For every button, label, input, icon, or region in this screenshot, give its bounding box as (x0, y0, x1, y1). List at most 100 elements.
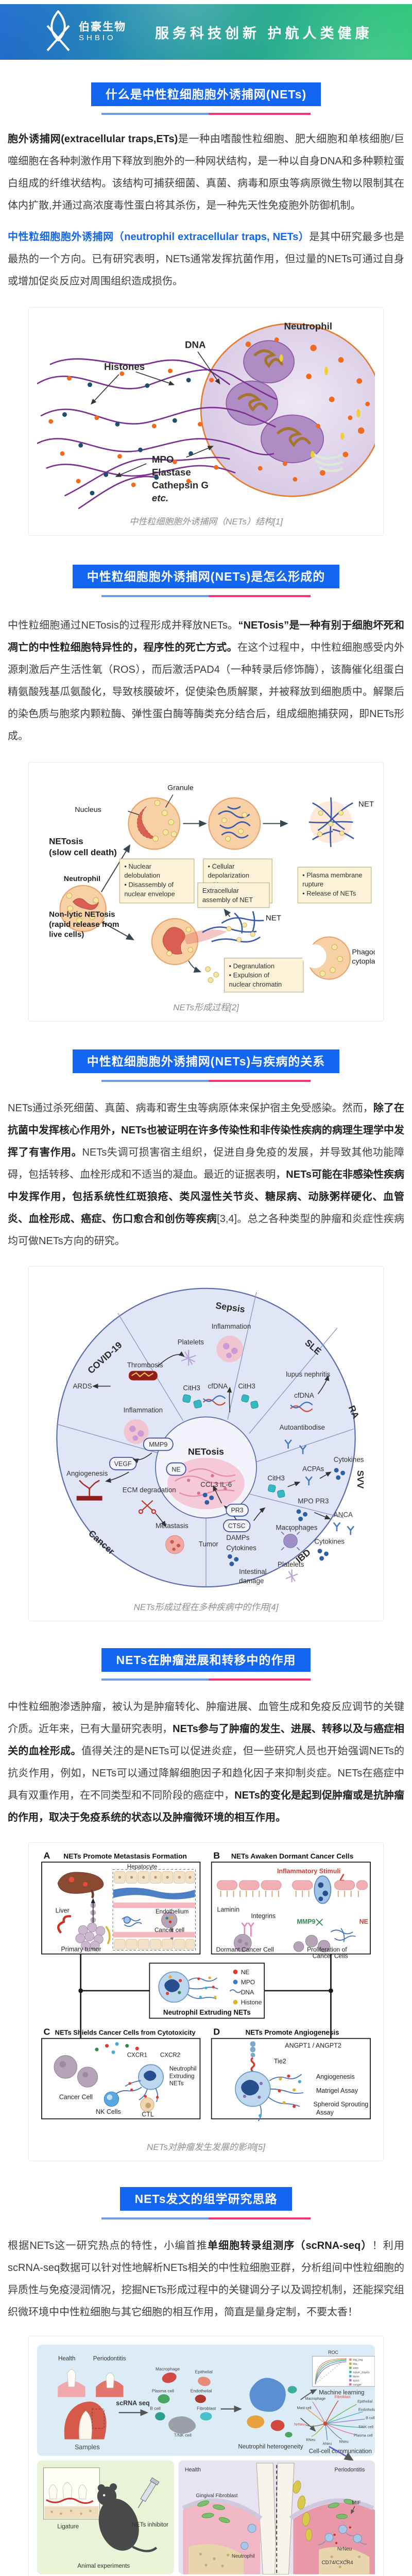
panel-d-letter: D (213, 2027, 220, 2037)
label-lupus: lupus nephritis (286, 1370, 330, 1378)
label-liver: Liver (56, 1907, 70, 1914)
liver-inset-illustration: Hepatocyte Endothelium Cancer cell (112, 1864, 196, 1951)
section3-text-pre: NETs通过杀死细菌、真菌、病毒和寄生虫等病原体来保护宿主免受感染。然而， (8, 1103, 373, 1114)
figure-nets-tumor: A NETs Promote Metastasis Formation Live… (28, 1842, 384, 2161)
cancer-cells-illustration (54, 2055, 98, 2088)
label-health-right: Health (185, 2467, 201, 2473)
box3-line3: • Release of NETs (302, 889, 356, 897)
panel-c-letter: C (43, 2027, 50, 2037)
section5-bold: 单细胞转录组测序（scRNA-seq） (207, 2240, 372, 2251)
panel-b-title: NETs Awaken Dormant Cancer Cells (231, 1852, 354, 1860)
label-ccc: Cell-cell communication (309, 2448, 372, 2454)
label-gingival-fibroblast: Gingival Fibroblast (196, 2493, 237, 2499)
ne-pill: NE (166, 1462, 186, 1476)
section5-title: NETs发文的组学研究思路 (120, 2187, 292, 2211)
cfdna-icon (290, 1402, 313, 1413)
label-ne-b: NE (359, 1918, 368, 1925)
label-tumor: Tumor (199, 1540, 219, 1548)
label-tie2: Tie2 (274, 2058, 286, 2065)
antibody-icon (284, 1439, 307, 1454)
label-periodontitis-right: Periodontitis (335, 2467, 365, 2473)
celltype-clusters-illustration: Macrophage Epithelial Endothelial Plasma… (150, 2366, 216, 2437)
section2-title: 中性粒细胞胞外诱捕网(NETs)是怎么形成的 (72, 564, 340, 588)
label-dna: DNA (185, 339, 206, 350)
cfdna-icon (202, 1395, 226, 1406)
periodontal-section-illustration (182, 2463, 375, 2574)
label-nonlytic-3: live cells) (49, 930, 84, 939)
laminin-band-illustration (216, 1880, 368, 1897)
panel-a-letter: A (43, 1851, 50, 1860)
roc-legend-3: naive_bayes (353, 2371, 370, 2374)
label-mif: MIF (352, 2500, 360, 2506)
section1-title: 什么是中性粒细胞胞外诱捕网(NETs) (91, 82, 321, 106)
label-mpo-pr3: MPO PR3 (298, 1497, 329, 1505)
label-cd74-cxcr4: CD74/CXCR4 (322, 2560, 354, 2566)
section4-text-pre: 中性粒细胞渗透肿瘤，被认为是肿瘤转化、肿瘤进展、血管生成和免疫反应调节的关键介质… (8, 1701, 404, 1735)
section3-paragraph: NETs通过杀死细菌、真菌、病毒和寄生虫等病原体来保护宿主免受感染。然而，除了在… (8, 1097, 404, 1252)
label-macrophages: Macrophages (276, 1524, 317, 1532)
label-cluster-plasma: Plasma cell (152, 2388, 174, 2394)
integrin-icon (241, 1922, 254, 1937)
label-ctsc: CTSC (228, 1522, 246, 1530)
label-platelets-ibd: Platelets (278, 1561, 304, 1568)
label-nk-cells: NK Cells (96, 2108, 121, 2115)
section5-paragraph: 根据NETs这一研究热点的特性，小编首推单细胞转录组测序（scRNA-seq）！… (8, 2235, 404, 2324)
label-cancer-cell-a: Cancer cell (154, 1927, 184, 1934)
label-cith3-covid: CitH3 (183, 1384, 200, 1392)
cith3-icon (241, 1394, 259, 1409)
ligature-inset (43, 2467, 100, 2520)
figure-netosis-process: NETosis (slow cell death) Neutrophil N (28, 761, 384, 1022)
label-hepatocyte: Hepatocyte (127, 1864, 158, 1870)
label-thrombosis: Thrombosis (127, 1361, 163, 1369)
section3-title: 中性粒细胞胞外诱捕网(NETs)与疾病的关系 (72, 1049, 340, 1074)
figure2-caption: NETs形成过程[2] (173, 1003, 239, 1013)
label-samples: Samples (75, 2444, 100, 2451)
section1-paragraph2-text: 是其中研究最多也是最热的一个方向。已有研究表明，NETs通常发挥抗菌作用，但过量… (8, 231, 405, 287)
section1-paragraph2: 中性粒细胞胞外诱捕网（neutrophil extracellular trap… (8, 226, 404, 293)
label-nets-inhibitor: NETs inhibitor (132, 2522, 169, 2528)
box3-line1: • Plasma membrane (302, 871, 362, 879)
label-cfdna-sle: cfDNA (294, 1392, 314, 1399)
legend-histone: Histone (241, 1999, 262, 2006)
label-pr3-cancer: PR3 (231, 1507, 243, 1514)
legend-mpo: MPO (241, 1979, 255, 1986)
section5-text-rest: ！利用scRNA-seq数据可以针对性地解析NETs相关的中性粒细胞亚群，分析组… (8, 2240, 404, 2318)
label-metastasis: Metastasis (156, 1522, 188, 1530)
label-netosis-sub: (slow cell death) (49, 848, 117, 857)
label-cxcr2: CXCR2 (160, 2053, 180, 2059)
label-cytokines-ra: Cytokines (334, 1456, 364, 1464)
label-ecm: ECM degradation (123, 1486, 176, 1494)
label-platelets-covid: Platelets (178, 1338, 204, 1346)
label-nucleus: Nucleus (75, 806, 101, 814)
section-title-underline (101, 595, 311, 597)
label-nrneu-right: NrNeu (337, 2546, 352, 2552)
label-mmp9-cancer: MMP9 (149, 1442, 167, 1449)
antibody-icon (305, 1476, 313, 1486)
panel-a-title: NETs Promote Metastasis Formation (63, 1852, 187, 1860)
box2-line1: • Cellular (208, 862, 235, 870)
figure3-caption: NETs形成过程在多种疾病中的作用[4] (133, 1602, 279, 1613)
section2-header: 中性粒细胞胞外诱捕网(NETs)是怎么形成的 (8, 564, 404, 597)
label-periodontitis-top: Periodontitis (93, 2355, 126, 2362)
label-histones: Histones (104, 361, 145, 372)
label-inflammation-covid: Inflammation (124, 1406, 163, 1414)
label-cluster-epithelial: Epithelial (195, 2369, 213, 2374)
section-title-underline (101, 113, 311, 115)
label-extruding-1: Neutrophil (169, 2066, 197, 2072)
legend-dna: DNA (241, 1989, 254, 1996)
nonlytic-cell-illustration (151, 918, 227, 965)
net-label-fibroblast: Fibroblast (335, 2395, 351, 2399)
label-cathepsin-g: Cathepsin G (152, 480, 209, 490)
net-label-macrophage: Macrophage (305, 2397, 326, 2401)
nets-structure-illustration: Neutrophil DNA Histones MPO Elastase Cat… (37, 321, 375, 510)
neutrophil-squeezing-icon (314, 1875, 332, 1904)
label-anca: ANCA (334, 1511, 353, 1519)
box4-line2: • Expulsion of (229, 971, 270, 979)
roc-legend-6: ranger (353, 2383, 362, 2386)
net-label-plasma: Plasma cell (354, 2433, 373, 2437)
section3-bold1: 除了在抗菌中发挥核心作用外，NETs也被证明在许多传染性和非传染性疾病的病理生理… (8, 1103, 404, 1159)
macrophage-icon (281, 1528, 300, 1551)
label-dormant: Dormant Cancer Cell (216, 1946, 274, 1954)
roc-legend-1: lda (353, 2363, 357, 2366)
label-ne-cancer: NE (171, 1466, 180, 1473)
